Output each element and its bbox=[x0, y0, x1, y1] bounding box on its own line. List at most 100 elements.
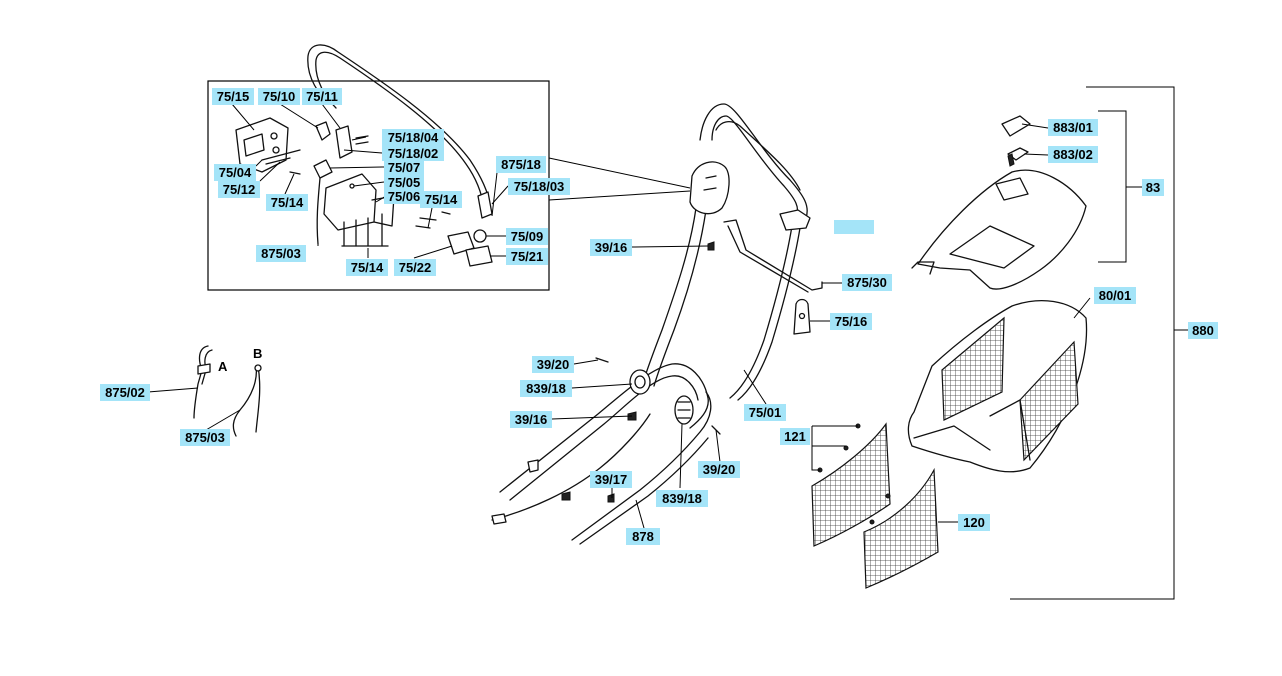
leader-lines bbox=[147, 103, 1091, 529]
callout-880[interactable]: 880 bbox=[1188, 322, 1218, 339]
callout-75-18-03[interactable]: 75/18/03 bbox=[508, 178, 570, 195]
callout-75-15[interactable]: 75/15 bbox=[212, 88, 254, 105]
knob-part[interactable] bbox=[629, 369, 694, 425]
callout-39-16-a[interactable]: 39/16 bbox=[590, 239, 632, 256]
svg-text:75/14: 75/14 bbox=[425, 192, 458, 207]
callout-83[interactable]: 83 bbox=[1142, 179, 1164, 196]
callout-75-18-04[interactable]: 75/18/04 bbox=[382, 129, 444, 145]
svg-text:75/18/02: 75/18/02 bbox=[388, 146, 439, 161]
callout-875-03-b[interactable]: 875/03 bbox=[180, 429, 230, 446]
svg-text:875/18: 875/18 bbox=[501, 157, 541, 172]
callout-121[interactable]: 121 bbox=[780, 428, 810, 445]
svg-text:880: 880 bbox=[1192, 323, 1214, 338]
svg-text:883/02: 883/02 bbox=[1053, 147, 1093, 162]
callout-75-05[interactable]: 75/05 bbox=[384, 174, 424, 190]
svg-text:75/18/04: 75/18/04 bbox=[388, 130, 439, 145]
svg-text:75/10: 75/10 bbox=[263, 89, 296, 104]
svg-text:75/04: 75/04 bbox=[219, 165, 252, 180]
side-panel-120[interactable] bbox=[863, 467, 939, 589]
callout-839-18-a[interactable]: 839/18 bbox=[520, 380, 572, 397]
svg-text:75/01: 75/01 bbox=[749, 405, 782, 420]
callout-39-20-a[interactable]: 39/20 bbox=[532, 356, 574, 373]
catcher-accessories[interactable] bbox=[1001, 115, 1031, 167]
callout-75-18-02[interactable]: 75/18/02 bbox=[382, 145, 444, 161]
callout-75-07[interactable]: 75/07 bbox=[384, 159, 424, 175]
cable-guide-part[interactable] bbox=[793, 298, 811, 335]
svg-text:75/21: 75/21 bbox=[511, 249, 544, 264]
svg-text:39/17: 39/17 bbox=[595, 472, 628, 487]
svg-text:120: 120 bbox=[963, 515, 985, 530]
svg-text:75/18/03: 75/18/03 bbox=[514, 179, 565, 194]
control-block-part[interactable] bbox=[689, 161, 730, 215]
wire-bracket-part[interactable] bbox=[723, 219, 823, 293]
svg-text:883/01: 883/01 bbox=[1053, 120, 1093, 135]
group-bracket-83 bbox=[1098, 110, 1142, 263]
svg-text:75/15: 75/15 bbox=[217, 89, 250, 104]
cable-hook-part[interactable] bbox=[477, 191, 493, 219]
callout-39-17[interactable]: 39/17 bbox=[590, 471, 632, 488]
callout-883-01[interactable]: 883/01 bbox=[1048, 119, 1098, 136]
callout-75-11[interactable]: 75/11 bbox=[302, 88, 342, 105]
callouts: 75/15 75/10 75/11 75/18/04 75/18/02 75/0… bbox=[100, 88, 1218, 545]
callout-75-04[interactable]: 75/04 bbox=[214, 164, 256, 181]
svg-text:75/14: 75/14 bbox=[351, 260, 384, 275]
svg-text:75/12: 75/12 bbox=[223, 182, 256, 197]
callout-80-01[interactable]: 80/01 bbox=[1094, 287, 1136, 304]
callout-875-18[interactable]: 875/18 bbox=[496, 156, 546, 173]
callout-75-22[interactable]: 75/22 bbox=[394, 259, 436, 276]
cable-clamp-part[interactable] bbox=[313, 159, 333, 245]
group-bracket-880 bbox=[1010, 86, 1188, 600]
catcher-lid-part[interactable] bbox=[911, 169, 1087, 290]
cable-b-part[interactable] bbox=[232, 364, 262, 437]
svg-text:75/05: 75/05 bbox=[388, 175, 421, 190]
callout-120[interactable]: 120 bbox=[958, 514, 990, 531]
callout-878[interactable]: 878 bbox=[626, 528, 660, 545]
handle-frame[interactable] bbox=[641, 103, 808, 401]
callout-75-14-b[interactable]: 75/14 bbox=[420, 191, 462, 208]
small-screws[interactable] bbox=[527, 241, 721, 503]
svg-text:39/16: 39/16 bbox=[515, 412, 548, 427]
svg-text:75/06: 75/06 bbox=[388, 189, 421, 204]
callout-875-03-a[interactable]: 875/03 bbox=[256, 245, 306, 262]
svg-text:75/14: 75/14 bbox=[271, 195, 304, 210]
cover-plate-part[interactable] bbox=[323, 173, 395, 247]
catcher-frame-part[interactable] bbox=[907, 300, 1088, 473]
callout-39-20-b[interactable]: 39/20 bbox=[698, 461, 740, 478]
callout-blank[interactable] bbox=[834, 220, 874, 234]
connector-block-part[interactable] bbox=[447, 229, 493, 267]
callout-75-06[interactable]: 75/06 bbox=[384, 188, 424, 204]
svg-text:839/18: 839/18 bbox=[526, 381, 566, 396]
callout-875-30[interactable]: 875/30 bbox=[842, 274, 892, 291]
callout-75-16[interactable]: 75/16 bbox=[830, 313, 872, 330]
svg-text:875/03: 875/03 bbox=[261, 246, 301, 261]
cable-a-part[interactable] bbox=[193, 345, 213, 419]
callout-875-02[interactable]: 875/02 bbox=[100, 384, 150, 401]
svg-text:80/01: 80/01 bbox=[1099, 288, 1132, 303]
lower-handle-frame[interactable] bbox=[491, 363, 712, 545]
svg-text:75/16: 75/16 bbox=[835, 314, 868, 329]
callout-75-12[interactable]: 75/12 bbox=[218, 181, 260, 198]
svg-text:875/30: 875/30 bbox=[847, 275, 887, 290]
upper-handle-bar[interactable] bbox=[307, 44, 491, 209]
svg-text:75/09: 75/09 bbox=[511, 229, 544, 244]
callout-75-10[interactable]: 75/10 bbox=[258, 88, 300, 105]
callout-75-01[interactable]: 75/01 bbox=[744, 404, 786, 421]
svg-text:878: 878 bbox=[632, 529, 654, 544]
switch-housing-part[interactable] bbox=[235, 117, 301, 173]
svg-text:875/03: 875/03 bbox=[185, 430, 225, 445]
svg-text:75/11: 75/11 bbox=[306, 89, 338, 104]
svg-text:39/20: 39/20 bbox=[537, 357, 570, 372]
callout-75-14-a[interactable]: 75/14 bbox=[266, 194, 308, 211]
callout-75-21[interactable]: 75/21 bbox=[506, 248, 548, 265]
callout-839-18-b[interactable]: 839/18 bbox=[656, 490, 708, 507]
svg-text:39/20: 39/20 bbox=[703, 462, 736, 477]
handle-clip-part[interactable] bbox=[779, 209, 811, 231]
svg-text:839/18: 839/18 bbox=[662, 491, 702, 506]
svg-text:875/02: 875/02 bbox=[105, 385, 145, 400]
callout-75-14-c[interactable]: 75/14 bbox=[346, 259, 388, 276]
side-panel-121[interactable] bbox=[811, 422, 891, 547]
callout-883-02[interactable]: 883/02 bbox=[1048, 146, 1098, 163]
callout-39-16-b[interactable]: 39/16 bbox=[510, 411, 552, 428]
lever-part[interactable] bbox=[315, 121, 369, 159]
callout-75-09[interactable]: 75/09 bbox=[506, 228, 548, 245]
